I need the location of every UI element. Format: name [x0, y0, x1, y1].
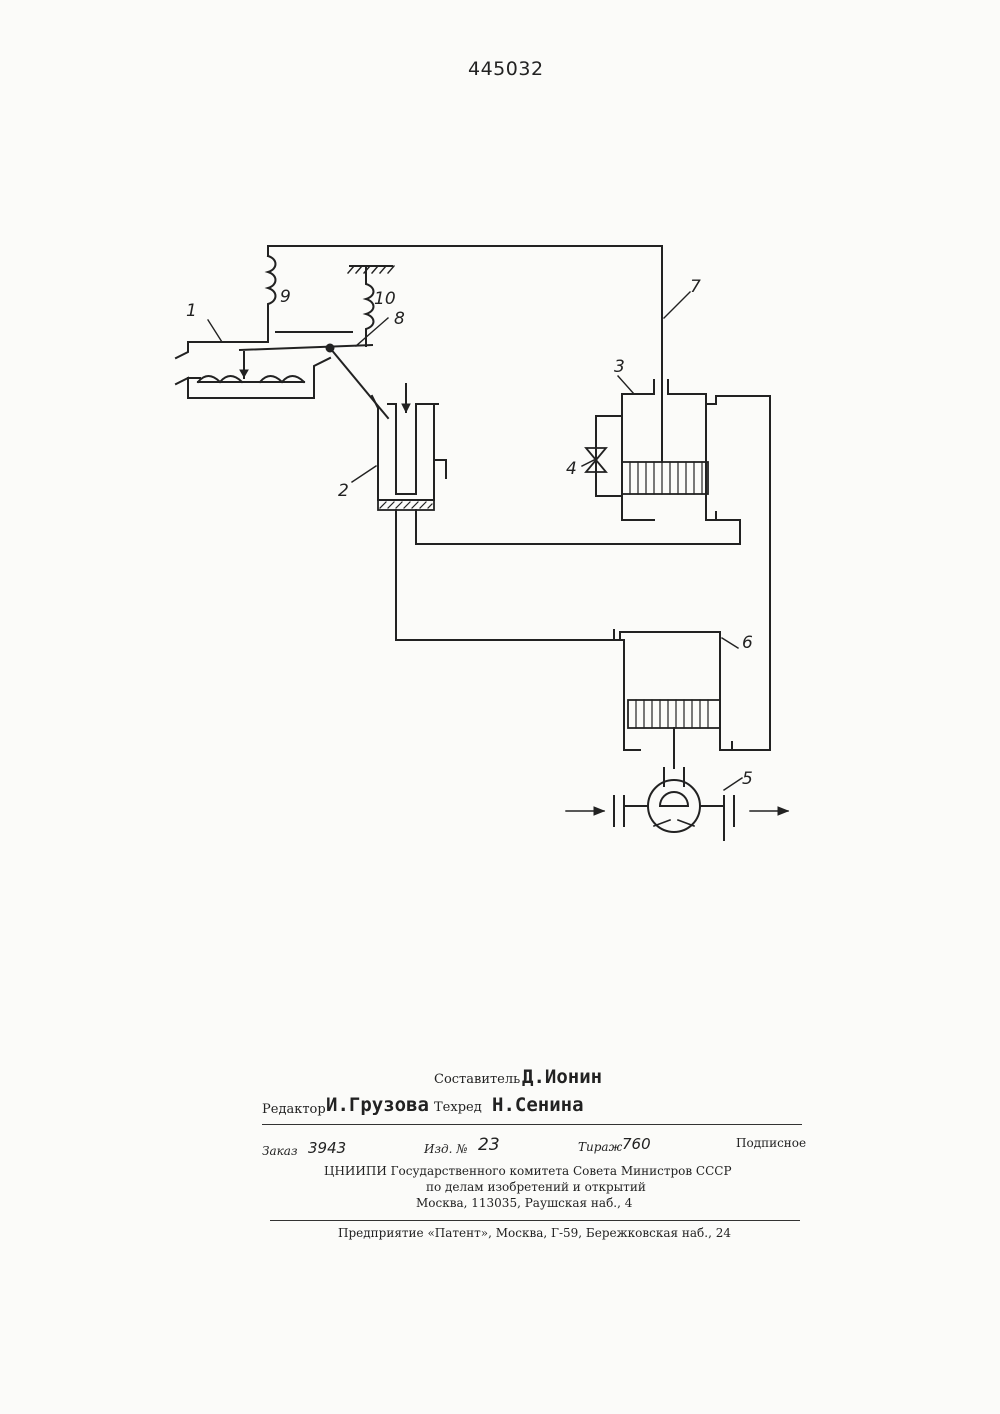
cylinder-6-body	[614, 630, 640, 750]
subscription: Подписное	[736, 1136, 806, 1150]
piston-3	[622, 462, 708, 494]
ground-hatch	[348, 266, 394, 273]
composer-name: Д.Ионин	[522, 1066, 602, 1088]
label-7: 7	[690, 277, 701, 297]
label-9: 9	[280, 287, 291, 307]
order-label: Заказ	[262, 1144, 298, 1158]
org-line-3: Москва, 113035, Раушская наб., 4	[416, 1196, 632, 1210]
imprint-rule-top	[262, 1124, 802, 1125]
spring-9	[268, 256, 276, 332]
org-line-2: по делам изобретений и открытий	[426, 1180, 646, 1194]
label-1: 1	[186, 301, 197, 321]
feedback-line-7	[268, 246, 662, 462]
imprint-rule-bottom	[270, 1220, 800, 1221]
issue-value: 23	[478, 1135, 500, 1155]
editor-name: И.Грузова	[326, 1094, 429, 1116]
piston-6	[628, 700, 720, 728]
sensor-1-body	[176, 332, 268, 358]
printer: Предприятие «Патент», Москва, Г-59, Бере…	[338, 1226, 731, 1240]
org-line-1: ЦНИИПИ Государственного комитета Совета …	[324, 1164, 732, 1178]
label-5: 5	[742, 769, 753, 789]
label-3: 3	[614, 357, 625, 377]
element-2-body	[372, 396, 434, 500]
techred-name: Н.Сенина	[492, 1094, 584, 1116]
print-run-label: Тираж	[578, 1140, 622, 1154]
print-run-value: 760	[622, 1135, 651, 1153]
cylinder-3-body	[622, 380, 654, 520]
label-2: 2	[338, 481, 349, 501]
order-value: 3943	[308, 1139, 346, 1157]
label-10: 10	[374, 289, 396, 309]
label-8: 8	[394, 309, 405, 329]
editor-label: Редактор	[262, 1102, 326, 1117]
lever-8	[240, 345, 372, 350]
issue-label: Изд. №	[424, 1142, 468, 1156]
composer-label: Составитель	[434, 1072, 520, 1087]
lever-arm	[330, 348, 388, 418]
techred-label: Техред	[434, 1100, 482, 1115]
element-2-filter	[378, 500, 434, 510]
label-4: 4	[566, 459, 577, 479]
label-6: 6	[742, 633, 753, 653]
